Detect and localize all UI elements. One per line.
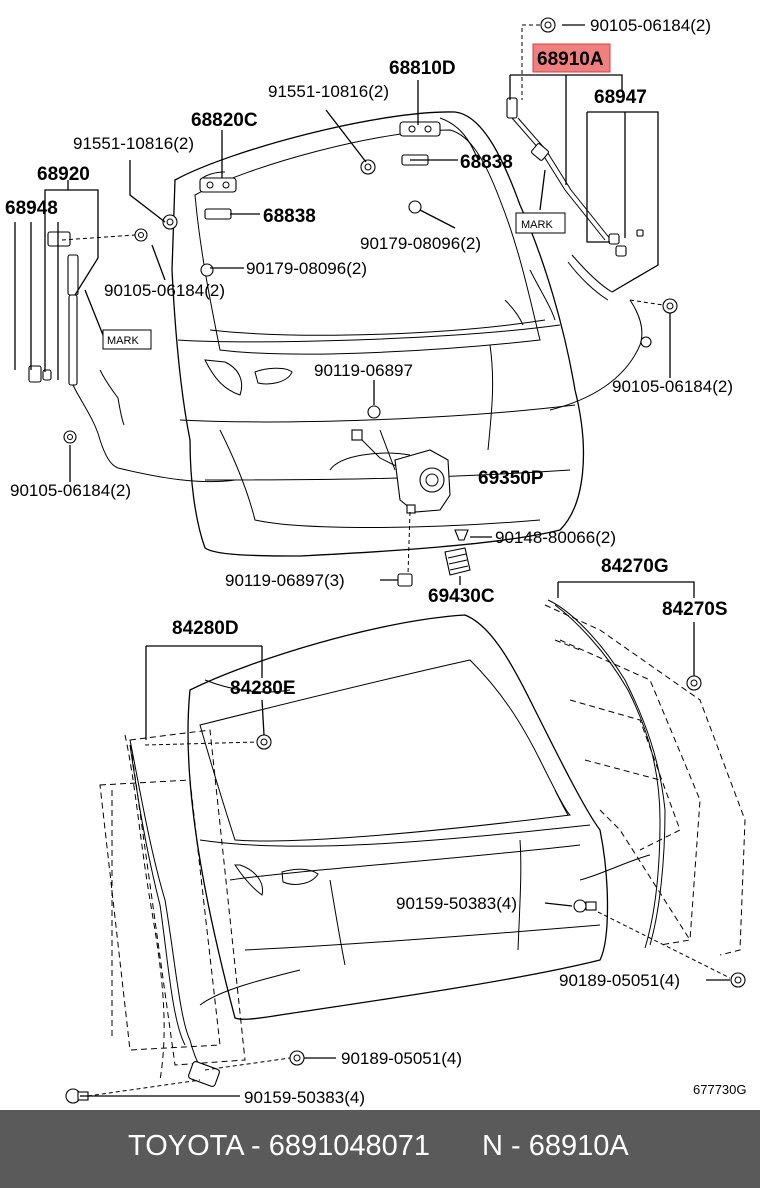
label-68948: 68948 bbox=[5, 198, 58, 219]
footer-bar: TOYOTA - 6891048071 N - 68910A bbox=[0, 1110, 760, 1188]
clip-90189-left bbox=[289, 1050, 305, 1066]
label-91551-10816-upper: 91551-10816(2) bbox=[268, 82, 389, 101]
label-90105-06184-right: 90105-06184(2) bbox=[612, 377, 733, 396]
label-68810d: 68810D bbox=[389, 58, 456, 79]
nut-90179-right bbox=[408, 200, 422, 214]
bolt-90105-left-upper bbox=[134, 228, 148, 242]
label-90119-06897-upper: 90119-06897 bbox=[314, 361, 413, 380]
label-84280d: 84280D bbox=[172, 618, 239, 639]
clip-84280e bbox=[256, 734, 272, 750]
label-90148-80066: 90148-80066(2) bbox=[495, 528, 616, 547]
label-68838-right: 68838 bbox=[460, 152, 513, 173]
bolt-90119-upper bbox=[367, 405, 381, 419]
dashed-leader bbox=[87, 1079, 201, 1097]
label-90179-08096-left: 90179-08096(2) bbox=[246, 259, 367, 278]
label-68947: 68947 bbox=[594, 87, 647, 108]
hinge-68810d bbox=[399, 121, 441, 137]
hinge-cover-68838-left bbox=[204, 208, 232, 220]
stopper-68948 bbox=[28, 365, 52, 383]
mark-box-left bbox=[102, 329, 152, 350]
bolt-90105-right bbox=[662, 298, 678, 314]
footer-part-number: TOYOTA - 6891048071 bbox=[128, 1130, 431, 1162]
nut-90179-left bbox=[200, 263, 214, 277]
hinge-68820c bbox=[199, 177, 237, 193]
bolt-90119-lower bbox=[397, 573, 413, 587]
label-90189-05051-left: 90189-05051(4) bbox=[341, 1049, 462, 1068]
parts-diagram: 90105-06184(2) 68910A 68810D 91551-10816… bbox=[5, 16, 747, 1107]
clip-90189-right bbox=[730, 972, 746, 988]
label-90159-50383-right: 90159-50383(4) bbox=[396, 894, 517, 913]
stay-assembly-68920 bbox=[47, 231, 236, 483]
label-84270g: 84270G bbox=[601, 556, 669, 577]
label-90179-08096-right: 90179-08096(2) bbox=[360, 234, 481, 253]
bolt-90105-left-lower bbox=[63, 430, 77, 444]
lower-back-door bbox=[187, 614, 609, 1020]
bolt-91551-right bbox=[360, 159, 376, 175]
dashed-leader bbox=[204, 1057, 291, 1071]
bolt-90105-top bbox=[540, 17, 556, 33]
label-69430c: 69430C bbox=[428, 586, 495, 607]
screw-90148 bbox=[454, 529, 469, 541]
mark-box-right bbox=[515, 212, 566, 234]
label-68920: 68920 bbox=[37, 164, 90, 185]
label-90105-06184-left: 90105-06184(2) bbox=[104, 281, 225, 300]
lock-assembly-69350p bbox=[351, 429, 451, 514]
label-84270s: 84270S bbox=[662, 599, 728, 620]
label-68910a: 68910A bbox=[537, 49, 604, 70]
dashed-leader bbox=[521, 24, 540, 100]
cover-69430c bbox=[444, 547, 471, 576]
diagram-code: 677730G bbox=[693, 1082, 747, 1097]
dashed-leader bbox=[629, 299, 664, 306]
dashed-leader bbox=[144, 741, 258, 746]
leader-lines-upper bbox=[14, 24, 671, 585]
label-90159-50383-left: 90159-50383(4) bbox=[244, 1088, 365, 1107]
stay-assembly-68910a bbox=[506, 97, 652, 411]
clip-84270s bbox=[686, 675, 702, 691]
upper-back-door bbox=[171, 111, 585, 557]
label-90189-05051-right: 90189-05051(4) bbox=[559, 971, 680, 990]
garnish-84270g bbox=[544, 599, 746, 956]
mark-label-left: MARK bbox=[107, 335, 139, 347]
label-68838-left: 68838 bbox=[263, 206, 316, 227]
label-90119-06897-lower: 90119-06897(3) bbox=[225, 571, 345, 590]
label-91551-10816-lower: 91551-10816(2) bbox=[73, 134, 194, 153]
stopper-68947 bbox=[608, 229, 644, 257]
mark-label-right: MARK bbox=[521, 219, 553, 231]
screw-90159-right bbox=[573, 899, 597, 913]
leader-lines-lower bbox=[80, 581, 730, 1097]
dashed-leader bbox=[597, 911, 731, 979]
bolt-91551-left bbox=[162, 214, 178, 230]
highlight-box-68910a bbox=[532, 43, 611, 73]
garnish-84280d bbox=[99, 729, 246, 1087]
label-68820c: 68820C bbox=[191, 110, 258, 131]
label-84280e: 84280E bbox=[230, 678, 296, 699]
footer-reference: N - 68910A bbox=[482, 1130, 629, 1162]
dashed-leader bbox=[407, 511, 411, 575]
label-90105-06184-bottom-left: 90105-06184(2) bbox=[10, 481, 131, 500]
label-69350p: 69350P bbox=[478, 468, 544, 489]
label-90105-06184-top: 90105-06184(2) bbox=[590, 16, 711, 35]
